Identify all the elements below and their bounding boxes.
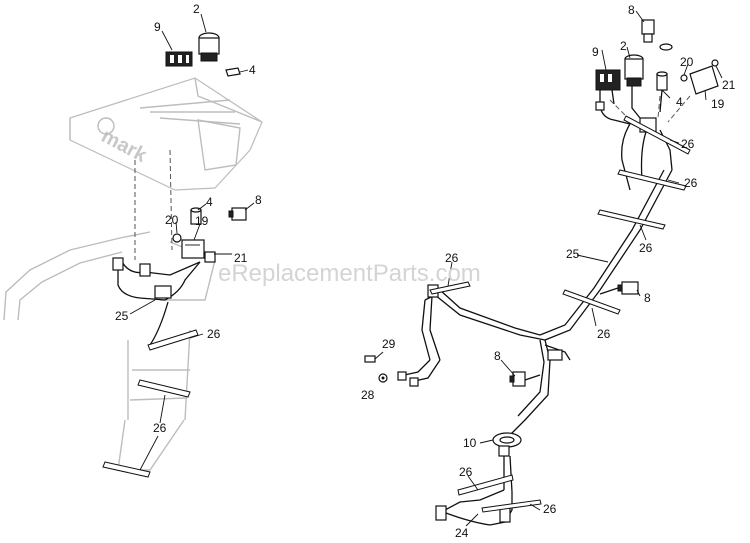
connector-8-low-right <box>509 371 541 387</box>
callout-4-left-top: 4 <box>249 63 256 77</box>
hour-meter-4-right <box>656 71 668 113</box>
right-leader-lines <box>447 10 707 527</box>
grommet-20 <box>172 233 182 243</box>
callout-19-left: 19 <box>195 214 209 228</box>
control-console: mark <box>69 77 263 191</box>
callout-26-right-e: 26 <box>597 327 611 341</box>
button-cap-right <box>659 43 673 51</box>
relay-19-right <box>689 65 719 95</box>
callout-4-left-mid: 4 <box>206 195 213 209</box>
callout-21-right: 21 <box>722 78 736 92</box>
callout-26-right-f: 26 <box>459 465 473 479</box>
callout-21-left: 21 <box>234 251 248 265</box>
relay-19 <box>181 239 205 259</box>
switch-block-9 <box>165 51 193 67</box>
connector-8-top-right <box>641 19 655 43</box>
washer-28 <box>378 373 388 383</box>
callout-26-right-b: 26 <box>684 176 698 190</box>
callout-28-right: 28 <box>361 388 375 402</box>
screw-29 <box>364 351 384 363</box>
callout-24-right: 24 <box>455 526 469 540</box>
ground-wires <box>397 359 441 387</box>
callout-2-right: 2 <box>620 39 627 53</box>
callout-9-left: 9 <box>154 20 161 34</box>
callout-26-right-g: 26 <box>543 502 557 516</box>
left-assembly: mark <box>3 13 263 478</box>
callout-26-right-d: 26 <box>445 251 459 265</box>
callout-8-right-low: 8 <box>494 349 501 363</box>
hour-meter-4 <box>190 207 202 225</box>
connector-8 <box>228 207 247 221</box>
grommet-20-right <box>680 74 688 82</box>
callout-20-right: 20 <box>680 55 694 69</box>
callout-26-right-a: 26 <box>681 137 695 151</box>
cable-ties-right <box>429 115 691 513</box>
left-leader-lines <box>129 13 255 471</box>
connector-8-mid-right <box>599 281 639 295</box>
callout-8-left: 8 <box>255 193 262 207</box>
logo-mark-icon <box>97 117 115 135</box>
callout-25-right: 25 <box>566 247 580 261</box>
watermark: eReplacementParts.com <box>218 260 481 287</box>
key-switch-2 <box>198 32 220 62</box>
cable-ties-left <box>102 329 199 478</box>
button-cap-4 <box>225 67 241 77</box>
switch-block-9-right <box>595 69 631 125</box>
left-harness-wires <box>112 251 216 346</box>
callout-9-right: 9 <box>592 45 599 59</box>
callout-29-right: 29 <box>382 337 396 351</box>
callout-8-right-mid: 8 <box>644 291 651 305</box>
main-harness-trunk <box>421 169 673 436</box>
callout-26-left-upper: 26 <box>207 327 221 341</box>
callout-10-right: 10 <box>463 436 477 450</box>
screw-21-right <box>711 59 723 79</box>
callout-26-right-c: 26 <box>639 241 653 255</box>
callout-25-left: 25 <box>115 309 129 323</box>
handle-frame <box>3 231 216 471</box>
lower-harness-loop <box>435 489 513 526</box>
callout-8-right-top: 8 <box>628 3 635 17</box>
key-switch-2-right <box>624 54 644 119</box>
right-callouts: 8 9 2 20 21 4 19 26 26 26 25 26 8 26 29 … <box>361 3 736 540</box>
callout-4-right: 4 <box>676 95 683 109</box>
callout-2-left: 2 <box>193 2 200 16</box>
callout-19-right: 19 <box>711 97 725 111</box>
callout-20-left: 20 <box>165 213 179 227</box>
callout-26-left-lower: 26 <box>153 421 167 435</box>
left-callouts: 2 9 4 4 8 20 19 21 25 26 26 <box>115 2 262 435</box>
right-assembly <box>364 10 723 527</box>
